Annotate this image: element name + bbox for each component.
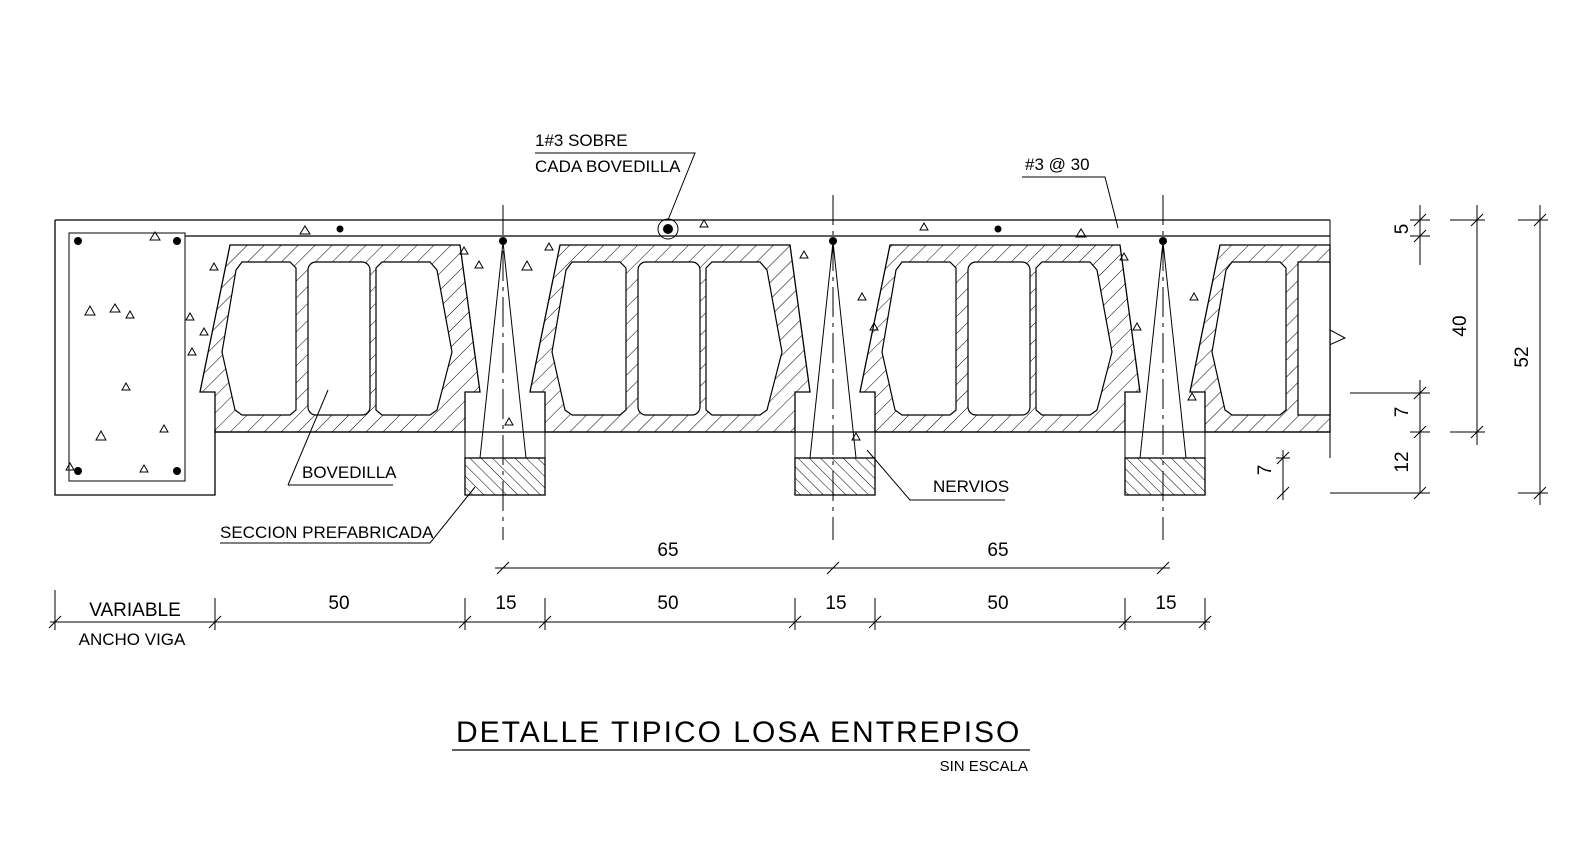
dim-bottom	[48, 590, 1212, 630]
dim-top-1: 65	[657, 540, 678, 561]
bovedilla-blocks	[199, 244, 1331, 433]
joist-2	[794, 195, 876, 540]
edge-beam	[54, 220, 216, 496]
drawing-subtitle: SIN ESCALA	[940, 758, 1028, 775]
dim-segment-2: 15	[495, 593, 516, 614]
dim-segment-1: 50	[328, 593, 349, 614]
label-nervios: NERVIOS	[933, 477, 1009, 496]
joist-3	[1124, 195, 1206, 540]
label-seccion-prefabricada: SECCION PREFABRICADA	[220, 523, 434, 542]
dim-v-joist-base: 7	[1255, 465, 1276, 476]
concrete-aggregate	[65, 218, 1199, 473]
drawing-title: DETALLE TIPICO LOSA ENTREPISO	[456, 716, 1021, 749]
dim-v-flange: 7	[1392, 407, 1413, 418]
dim-segment-3: 50	[657, 593, 678, 614]
joists	[464, 195, 1206, 540]
dim-top-2: 65	[987, 540, 1008, 561]
leaders	[220, 152, 1119, 544]
dim-v-topping: 5	[1392, 224, 1413, 235]
bovedilla-block-1	[199, 244, 481, 433]
dim-variable-line1: VARIABLE	[89, 600, 181, 621]
bovedilla-block-4	[1189, 244, 1331, 433]
joist-1	[464, 205, 546, 540]
dim-variable-line2: ANCHO VIGA	[79, 630, 186, 649]
bovedilla-block-2	[529, 244, 811, 433]
bovedilla-block-3	[859, 244, 1141, 433]
dim-v-total: 52	[1512, 346, 1533, 367]
label-rebar-mesh: #3 @ 30	[1025, 155, 1090, 174]
label-bovedilla: BOVEDILLA	[302, 463, 397, 482]
dim-v-block: 40	[1450, 315, 1471, 336]
dim-segment-5: 50	[987, 593, 1008, 614]
dim-vertical	[1276, 205, 1548, 505]
dim-segment-6: 15	[1155, 593, 1176, 614]
dim-v-rib-bottom: 12	[1392, 451, 1413, 472]
dim-segment-4: 15	[825, 593, 846, 614]
label-rebar-top-line2: CADA BOVEDILLA	[535, 157, 681, 176]
dim-top	[495, 561, 1170, 575]
label-rebar-top-line1: 1#3 SOBRE	[535, 131, 628, 150]
